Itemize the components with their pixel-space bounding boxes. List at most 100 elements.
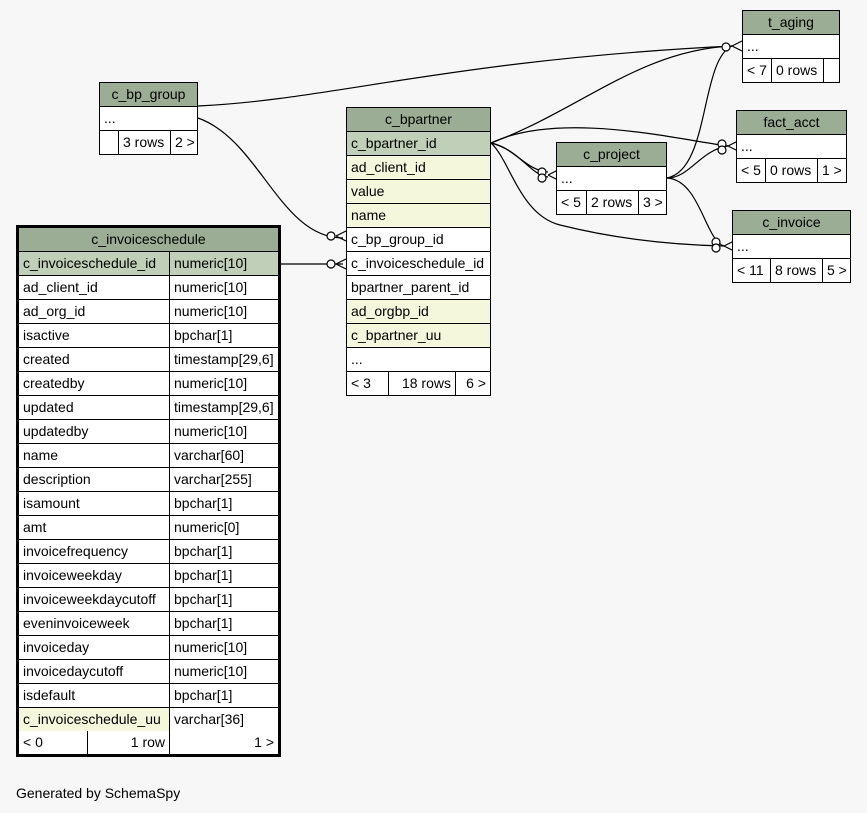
column-ellipsis: ... [741,138,753,154]
column-ellipsis: ... [351,351,363,367]
column-name: invoiceday [23,639,90,655]
link-bpgroup-taging [197,45,733,107]
column-name: invoicefrequency [23,543,129,559]
column-ellipsis: ... [737,238,749,254]
table-c-bpartner[interactable]: c_bpartner c_bpartner_id ad_client_id va… [346,107,491,396]
crowfoot [335,258,347,270]
column-type: timestamp[29,6] [169,348,278,371]
column-row: invoicedaycutoff numeric[10] [19,660,278,684]
table-title: c_invoice [733,211,850,235]
zero-marker [326,259,336,269]
column-row: c_invoiceschedule_id numeric[10] [19,252,278,276]
table-title: c_bp_group [100,83,197,107]
link-bpgroup-bpartner [197,117,344,239]
row-count: 3 rows [118,131,170,154]
table-t-aging[interactable]: t_aging ... < 7 0 rows [742,10,840,83]
column-name: eveninvoiceweek [23,615,130,631]
crowfoot [731,40,743,52]
table-fact-acct[interactable]: fact_acct ... < 5 0 rows 1 > [736,110,847,183]
column-type: numeric[10] [169,636,278,659]
children-count [823,59,839,82]
column-row: ad_client_id numeric[10] [19,276,278,300]
column-c-invoiceschedule-id: c_invoiceschedule_id [351,255,485,271]
column-type: numeric[10] [169,660,278,683]
column-ad-orgbp-id: ad_orgbp_id [351,303,429,319]
link-project-invoice [666,177,725,247]
column-ellipsis: ... [104,110,116,126]
link-bpartner-project-2 [490,142,549,173]
column-type: numeric[10] [169,276,278,299]
parents-count: < 5 [561,194,581,210]
column-name: c_invoiceschedule_id [23,255,157,271]
column-type: bpchar[1] [169,588,278,611]
column-ad-client-id: ad_client_id [351,159,426,175]
column-row: invoiceday numeric[10] [19,636,278,660]
column-c-bpartner-id: c_bpartner_id [351,135,437,151]
parents-count: < 3 [351,375,371,391]
column-row: isdefault bpchar[1] [19,684,278,708]
link-bpartner-invoice [490,142,725,247]
column-type: numeric[10] [169,300,278,323]
column-c-bp-group-id: c_bp_group_id [351,231,444,247]
children-count: 1 > [817,159,846,182]
column-row: isactive bpchar[1] [19,324,278,348]
column-name: invoicedaycutoff [23,663,124,679]
column-type: varchar[36] [169,708,278,731]
column-row: invoicefrequency bpchar[1] [19,540,278,564]
table-c-invoice[interactable]: c_invoice ... < 11 8 rows 5 > [732,210,851,283]
column-ellipsis: ... [561,170,573,186]
children-count: 1 > [169,731,278,754]
column-name: updated [23,399,74,415]
column-name: c_invoiceschedule_uu [19,708,169,731]
column-name: invoiceweekdaycutoff [23,591,156,607]
parents-count: < 0 [23,734,43,750]
column-name: description [23,471,91,487]
column-name: updatedby [23,423,89,439]
column-row: description varchar[255] [19,468,278,492]
column-type: numeric[10] [169,252,278,275]
column-type: bpchar[1] [169,540,278,563]
column-type: bpchar[1] [169,612,278,635]
column-type: bpchar[1] [169,324,278,347]
column-row: updatedby numeric[10] [19,420,278,444]
row-count: 2 rows [586,191,638,214]
column-name: isactive [23,327,70,343]
table-c-project[interactable]: c_project ... < 5 2 rows 3 > [556,142,667,215]
column-type: varchar[255] [169,468,278,491]
link-project-taging [666,45,733,179]
table-title: c_invoiceschedule [19,228,278,252]
column-type: numeric[10] [169,420,278,443]
column-name: name [23,447,59,463]
table-title: fact_acct [737,111,846,135]
link-bpartner-factacct [490,127,729,147]
zero-marker [537,173,547,183]
table-c-bp-group[interactable]: c_bp_group ... 3 rows 2 > [99,82,198,155]
children-count: 5 > [822,259,850,282]
column-ellipsis: ... [747,38,759,54]
crowfoot [335,230,347,242]
column-name: createdby [23,375,85,391]
column-name: ad_client_id [23,279,98,295]
table-title: c_bpartner [347,108,490,132]
column-type: bpchar[1] [169,684,278,707]
column-type: bpchar[1] [169,492,278,515]
column-type: bpchar[1] [169,564,278,587]
zero-marker [326,231,336,241]
column-name: amt [23,519,47,535]
parents-count [100,131,118,154]
column-name: isdefault [23,687,76,703]
row-count: 0 rows [771,59,823,82]
table-title: t_aging [743,11,839,35]
column-name: created [23,351,70,367]
zero-marker [721,42,731,52]
row-count: 18 rows [388,372,455,395]
